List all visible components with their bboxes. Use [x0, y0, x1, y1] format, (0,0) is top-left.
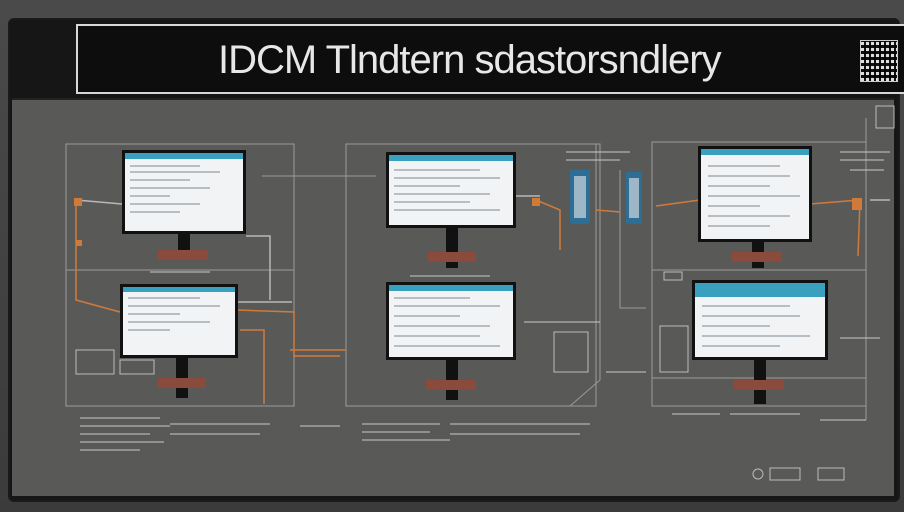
qr-code-icon [860, 40, 898, 82]
wire [246, 235, 271, 300]
monitor-center-top [386, 152, 516, 268]
panel-left [65, 143, 295, 407]
keyboard-icon [75, 105, 895, 481]
monitor-center-bottom [386, 282, 516, 400]
panel-center [345, 143, 597, 407]
monitor-left-bottom [120, 284, 238, 398]
wire [595, 209, 621, 213]
monitor-right-bottom [692, 280, 828, 404]
wire [655, 199, 701, 207]
wire [235, 309, 340, 357]
monitor-right-top [698, 146, 812, 268]
title-bar: IDCM Tlndtern sdastorsndlery [76, 24, 904, 94]
panel-center-bracket [548, 143, 601, 407]
wire [75, 199, 123, 205]
wire [240, 329, 265, 404]
page-title: IDCM Tlndtern sdastorsndlery [218, 38, 722, 82]
wire [75, 200, 121, 313]
network-switch-icon [570, 170, 642, 224]
wire [535, 199, 561, 250]
